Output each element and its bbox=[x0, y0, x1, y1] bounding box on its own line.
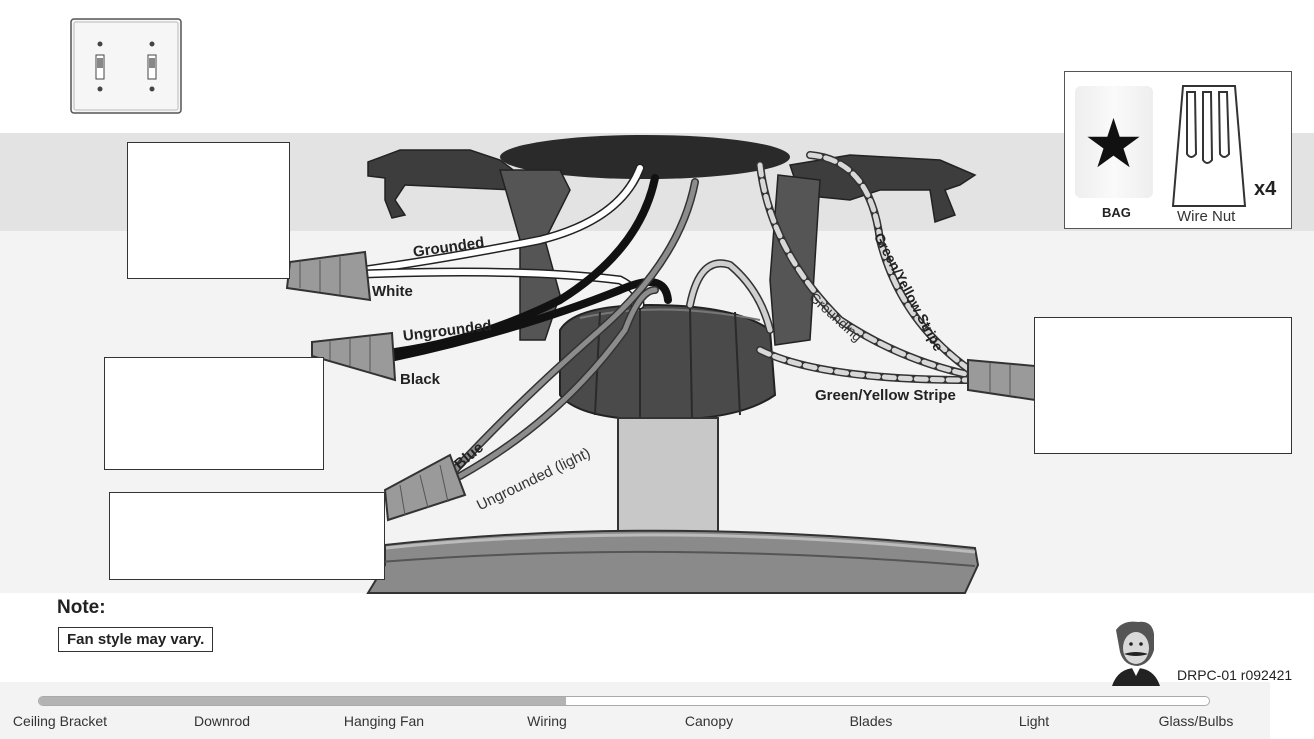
wires bbox=[360, 151, 974, 480]
mounting-bracket bbox=[367, 149, 977, 346]
step-canopy[interactable]: Canopy bbox=[684, 713, 734, 729]
downrod bbox=[617, 417, 719, 534]
hardware-panel: ★ BAG Wire Nut x4 bbox=[1064, 71, 1292, 229]
wall-switch-plate bbox=[70, 18, 182, 114]
star-icon: ★ bbox=[1083, 106, 1144, 182]
note-title: Note: bbox=[57, 597, 106, 618]
step-hanging-fan[interactable]: Hanging Fan bbox=[343, 713, 425, 729]
wire-nut-ground bbox=[967, 358, 1036, 402]
wire-nut-icon bbox=[1171, 85, 1247, 207]
junction-box bbox=[500, 135, 790, 179]
footer-band bbox=[0, 682, 1270, 739]
wire-nut-blue bbox=[383, 453, 467, 522]
note-text: Fan style may vary. bbox=[58, 627, 214, 652]
label-white: White bbox=[372, 283, 413, 300]
fan-housing bbox=[559, 303, 777, 422]
wire-nut-white bbox=[285, 250, 372, 302]
mascot-portrait-icon bbox=[1112, 621, 1160, 686]
bag-label: BAG bbox=[1102, 205, 1131, 220]
callout-box-ungrounded bbox=[104, 357, 324, 470]
step-progress-fill bbox=[39, 697, 566, 705]
callout-box-grounded bbox=[127, 142, 290, 279]
step-light[interactable]: Light bbox=[1018, 713, 1050, 729]
callout-box-light bbox=[109, 492, 385, 580]
label-black: Black bbox=[400, 371, 441, 388]
step-downrod[interactable]: Downrod bbox=[193, 713, 251, 729]
step-glass-bulbs[interactable]: Glass/Bulbs bbox=[1158, 713, 1234, 729]
callout-box-grounding bbox=[1034, 317, 1292, 454]
step-ceiling-bracket[interactable]: Ceiling Bracket bbox=[12, 713, 108, 729]
wire-nut-quantity: x4 bbox=[1254, 178, 1277, 200]
fan-body bbox=[366, 529, 980, 594]
document-code: DRPC-01 r092421 bbox=[1177, 667, 1293, 683]
step-blades[interactable]: Blades bbox=[849, 713, 893, 729]
label-green-yellow-stripe-fan: Green/Yellow Stripe bbox=[815, 387, 956, 404]
bag-graphic bbox=[1075, 86, 1153, 198]
wiring-diagram bbox=[70, 18, 1036, 594]
step-progress-bar bbox=[38, 696, 1210, 706]
wire-nut-label: Wire Nut bbox=[1177, 208, 1236, 225]
step-wiring[interactable]: Wiring bbox=[527, 713, 567, 729]
wire-nut-black bbox=[311, 331, 397, 382]
